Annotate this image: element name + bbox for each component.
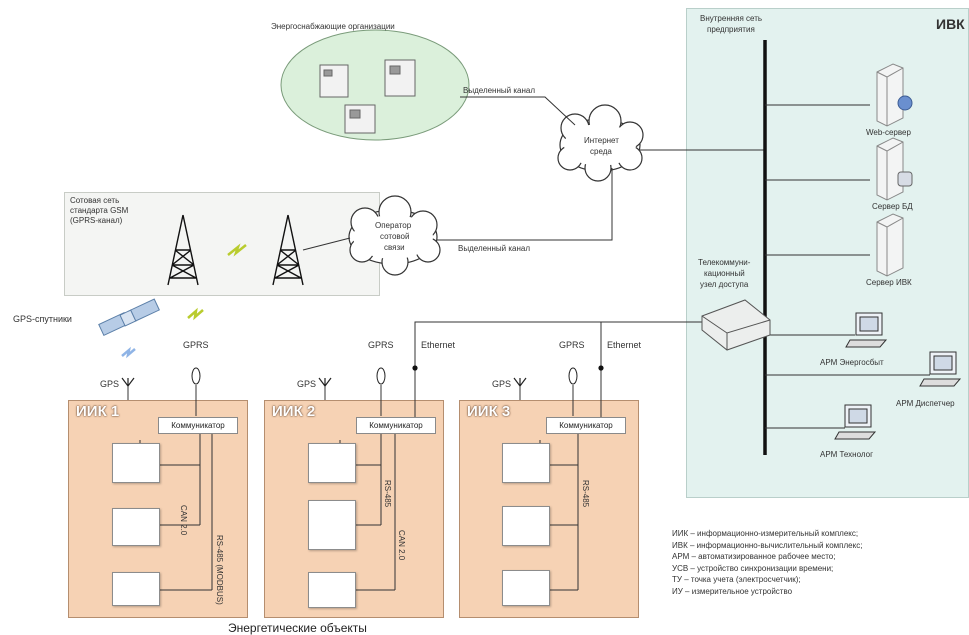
arm-technolog-computer	[834, 404, 877, 440]
gprs-antennas	[191, 367, 578, 385]
telecom-node	[701, 299, 771, 351]
iik-3-communicator: Коммуникатор	[546, 417, 626, 434]
legend-item: ИИК – информационно-измерительный компле…	[672, 529, 859, 538]
gprs-signal-bolt	[187, 307, 204, 321]
energy-objects-label: Энергетические объекты	[228, 621, 367, 635]
supply-org-devices	[319, 59, 416, 134]
iik-1-title: ИИК 1	[76, 403, 120, 420]
arm-energosbyt-label: АРМ Энергосбыт	[820, 358, 884, 367]
arm-technolog-label: АРМ Технолог	[820, 450, 873, 459]
iik-1-meter-2	[112, 508, 160, 546]
tower-1	[167, 214, 199, 286]
operator-label-3: связи	[384, 243, 405, 252]
internet-label-2: среда	[590, 147, 612, 156]
gps-label-1: GPS	[100, 379, 120, 389]
gprs-label-1: GPRS	[183, 340, 209, 350]
internal-network-label-1: Внутренняя сеть	[700, 14, 763, 23]
iik-2-meter-3	[308, 572, 356, 608]
gsm-label-1: Сотовая сеть	[70, 196, 120, 205]
iik-3-bus-1: RS-485	[581, 480, 590, 508]
ivk-server	[876, 213, 904, 277]
gsm-label-2: стандарта GSM	[70, 206, 129, 215]
supply-orgs-ellipse	[280, 29, 470, 141]
iik-2-meter-2	[308, 500, 356, 550]
telecom-label-3: узел доступа	[700, 280, 749, 289]
iik-3-meter-3	[502, 570, 550, 606]
iik-1-meter-1	[112, 443, 160, 483]
gps-satellites-label: GPS-спутники	[13, 314, 72, 324]
iik-1-communicator: Коммуникатор	[158, 417, 238, 434]
gprs-label-2: GPRS	[368, 340, 394, 350]
internal-network-label-2: предприятия	[707, 25, 755, 34]
legend: ИИК – информационно-измерительный компле…	[672, 528, 862, 597]
channel-top-label: Выделенный канал	[463, 86, 535, 95]
iik-1-meter-3	[112, 572, 160, 606]
legend-item: ТУ – точка учета (электросчетчик);	[672, 575, 801, 584]
legend-item: АРМ – автоматизированное рабочее место;	[672, 552, 836, 561]
ethernet-label-1: Ethernet	[421, 340, 456, 350]
web-server	[876, 63, 913, 127]
ivk-title: ИВК	[936, 16, 965, 32]
gsm-label-3: (GPRS-канал)	[70, 216, 123, 225]
telecom-label-1: Телекоммуни-	[698, 258, 751, 267]
arm-energosbyt-computer	[845, 312, 888, 348]
gprs-label-3: GPRS	[559, 340, 585, 350]
iik-1-bus-2: RS-485 (MODBUS)	[215, 535, 224, 605]
iik-2-bus-2: CAN 2.0	[397, 530, 406, 561]
gsm-signal-bolt	[227, 243, 247, 257]
web-server-label: Web-сервер	[866, 128, 911, 137]
legend-item: УСВ – устройство синхронизации времени;	[672, 563, 834, 573]
gps-label-3: GPS	[492, 379, 512, 389]
iik-1-bus-1: CAN 2.0	[179, 505, 188, 536]
gps-label-2: GPS	[297, 379, 317, 389]
iik-2-bus-1: RS-485	[383, 480, 392, 508]
arm-dispatcher-computer	[919, 351, 962, 387]
gps-antennas	[121, 377, 527, 387]
iik-2-communicator: Коммуникатор	[356, 417, 436, 434]
db-server-label: Сервер БД	[872, 202, 913, 211]
iik-2-title: ИИК 2	[272, 403, 316, 420]
tower-2	[272, 214, 304, 286]
iik-3-title: ИИК 3	[467, 403, 511, 420]
ethernet-label-2: Ethernet	[607, 340, 642, 350]
legend-item: ИУ – измерительное устройство	[672, 586, 793, 596]
db-server	[876, 137, 913, 201]
ivk-server-label: Сервер ИВК	[866, 278, 912, 287]
iik-2-meter-1	[308, 443, 356, 483]
channel-bottom-label: Выделенный канал	[458, 244, 530, 253]
legend-item: ИВК – информационно-вычислительный компл…	[672, 540, 863, 550]
gps-signal-bolt	[121, 346, 136, 359]
operator-label-2: сотовой	[380, 232, 410, 241]
operator-label-1: Оператор	[375, 221, 412, 230]
iik-3-meter-1	[502, 443, 550, 483]
supply-orgs-label: Энергоснабжающие организации	[271, 22, 395, 31]
internet-label-1: Интернет	[584, 136, 619, 145]
gps-satellite	[98, 298, 160, 337]
iik-3-meter-2	[502, 506, 550, 546]
telecom-label-2: кационный	[704, 269, 745, 278]
ivk-panel	[686, 8, 969, 498]
arm-dispatcher-label: АРМ Диспетчер	[896, 399, 955, 408]
